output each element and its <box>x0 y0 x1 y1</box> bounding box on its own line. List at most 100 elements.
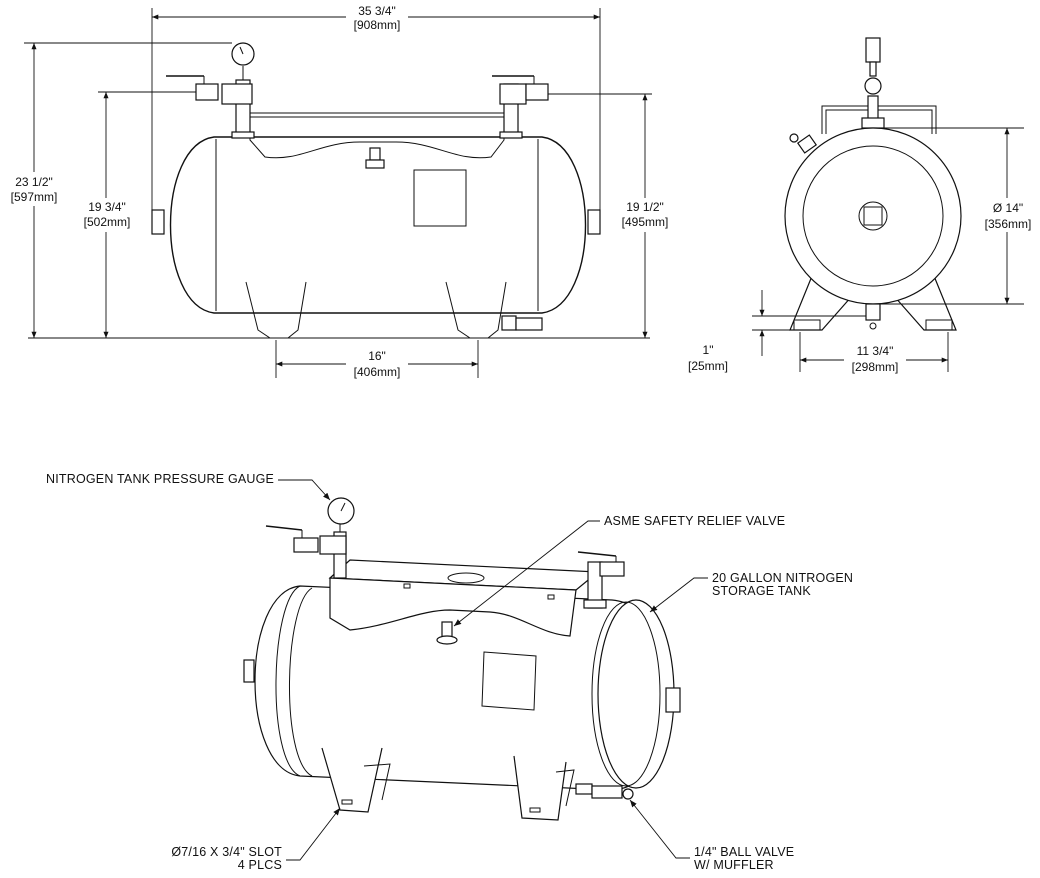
fitting-height-label: 19 1/2" <box>626 200 664 214</box>
side-riser-flange <box>861 117 885 129</box>
callout-tank-line1: 20 GALLON NITROGEN <box>712 571 853 585</box>
callout-relief-valve: ASME SAFETY RELIEF VALVE <box>604 514 785 528</box>
right-riser-flange <box>499 131 523 139</box>
iso-right-head <box>597 599 675 789</box>
iso-left-tee <box>319 535 347 555</box>
right-end-fitting <box>587 209 601 235</box>
iso-left-end-fitting <box>243 659 255 683</box>
callout-ball-valve-line1: 1/4" BALL VALVE <box>694 845 794 859</box>
iso-drain-ball-valve <box>591 785 623 799</box>
dim-label-bg <box>844 342 906 376</box>
dim-label-bg <box>6 172 62 206</box>
iso-left-ball-valve <box>293 537 319 553</box>
iso-bracket-slot-1 <box>403 583 411 589</box>
iso-left-leg-side <box>363 763 391 801</box>
relief-valve-front <box>369 147 381 161</box>
side-end-fitting-hex <box>863 206 883 226</box>
dim-label-bg <box>346 6 408 32</box>
left-leg-front <box>245 281 307 339</box>
leader-slot <box>286 807 341 861</box>
tank-body-front <box>169 136 587 314</box>
front-view: 35 3/4" [908mm] 23 1/2" [597mm] 19 3/4" … <box>6 4 674 380</box>
side-valve-stem <box>869 61 877 77</box>
leg-spacing-mm-label: [406mm] <box>354 365 401 379</box>
side-foot-left-pad <box>793 319 821 331</box>
overall-height-mm-label: [597mm] <box>11 190 58 204</box>
dim-label-bg <box>616 198 674 232</box>
relief-valve-base-front <box>365 159 385 169</box>
iso-gauge-needle <box>340 502 346 512</box>
callout-ball-valve-line2: W/ MUFFLER <box>694 858 774 872</box>
side-view: Ø 14" [356mm] 1" [25mm] 11 3/4" [298mm] <box>688 37 1036 376</box>
drain-fitting-front <box>501 315 517 331</box>
gauge-needle-front <box>239 46 244 55</box>
clearance-mm-label: [25mm] <box>688 359 728 373</box>
callout-slot-line1: Ø7/16 X 3/4" SLOT <box>171 845 282 859</box>
diameter-mm-label: [356mm] <box>985 217 1032 231</box>
right-tee-fitting <box>499 83 527 105</box>
side-drain-valve <box>865 303 881 321</box>
dim-label-bg <box>78 198 136 232</box>
iso-relief-valve-base <box>436 635 458 645</box>
side-tank-head <box>802 145 944 287</box>
nameplate-front <box>413 169 467 227</box>
iso-drain-fitting <box>575 783 593 795</box>
iso-left-head-edge <box>275 585 301 777</box>
callout-tank-line2: STORAGE TANK <box>712 584 811 598</box>
side-end-fitting <box>858 201 888 231</box>
side-relief-cap <box>789 133 799 143</box>
right-leg-front <box>445 281 507 339</box>
iso-drain-muffler <box>622 788 634 800</box>
side-bracket-outer <box>821 105 937 134</box>
iso-left-slot <box>341 799 353 805</box>
dim-label-bg <box>346 346 408 380</box>
dim-label-bg <box>982 198 1036 232</box>
valve-height-label: 19 3/4" <box>88 200 126 214</box>
side-tank-outer <box>784 127 962 305</box>
leader-tank <box>649 577 708 613</box>
iso-right-flange <box>583 599 607 609</box>
left-ball-valve-body <box>195 83 219 101</box>
overall-height-label: 23 1/2" <box>15 175 53 189</box>
leader-relief-valve <box>453 520 600 627</box>
fitting-height-mm-label: [495mm] <box>622 215 669 229</box>
side-gauge <box>864 77 882 95</box>
iso-right-leg-side <box>555 769 575 807</box>
left-end-fitting <box>151 209 165 235</box>
iso-right-slot <box>529 807 541 813</box>
foot-width-mm-label: [298mm] <box>852 360 899 374</box>
side-valve-handle <box>865 37 881 63</box>
overall-length-mm-label: [908mm] <box>354 18 401 32</box>
top-bracket-plate <box>249 117 505 159</box>
iso-bracket-slot-2 <box>547 594 555 600</box>
iso-left-leg-front <box>321 747 383 813</box>
iso-left-weld <box>289 587 313 777</box>
isometric-view: NITROGEN TANK PRESSURE GAUGE ASME SAFETY… <box>46 472 853 872</box>
iso-right-handle <box>577 551 617 557</box>
left-tee-fitting <box>221 83 253 105</box>
iso-nameplate <box>481 651 537 711</box>
iso-right-weld <box>591 601 661 787</box>
iso-bracket-hole <box>447 572 485 584</box>
right-ball-valve-body <box>525 83 549 101</box>
iso-right-ball-valve <box>599 561 625 577</box>
diameter-label: Ø 14" <box>993 201 1023 215</box>
iso-right-end-fitting <box>665 687 681 713</box>
foot-width-label: 11 3/4" <box>857 344 894 358</box>
side-bracket-inner <box>825 109 933 134</box>
side-drain-cap <box>869 322 877 330</box>
leg-spacing-label: 16" <box>368 349 386 363</box>
iso-right-leg-front <box>513 755 567 821</box>
valve-height-mm-label: [502mm] <box>84 215 131 229</box>
leader-gauge <box>278 479 331 501</box>
iso-left-handle <box>265 525 303 531</box>
side-foot-right-pad <box>925 319 953 331</box>
callout-slot-line2: 4 PLCS <box>238 858 282 872</box>
drain-ball-valve-front <box>515 317 543 331</box>
leader-ball-valve <box>629 799 690 859</box>
iso-bracket-front <box>329 577 577 637</box>
left-riser-flange <box>231 131 255 139</box>
top-bracket-bar <box>249 112 505 118</box>
